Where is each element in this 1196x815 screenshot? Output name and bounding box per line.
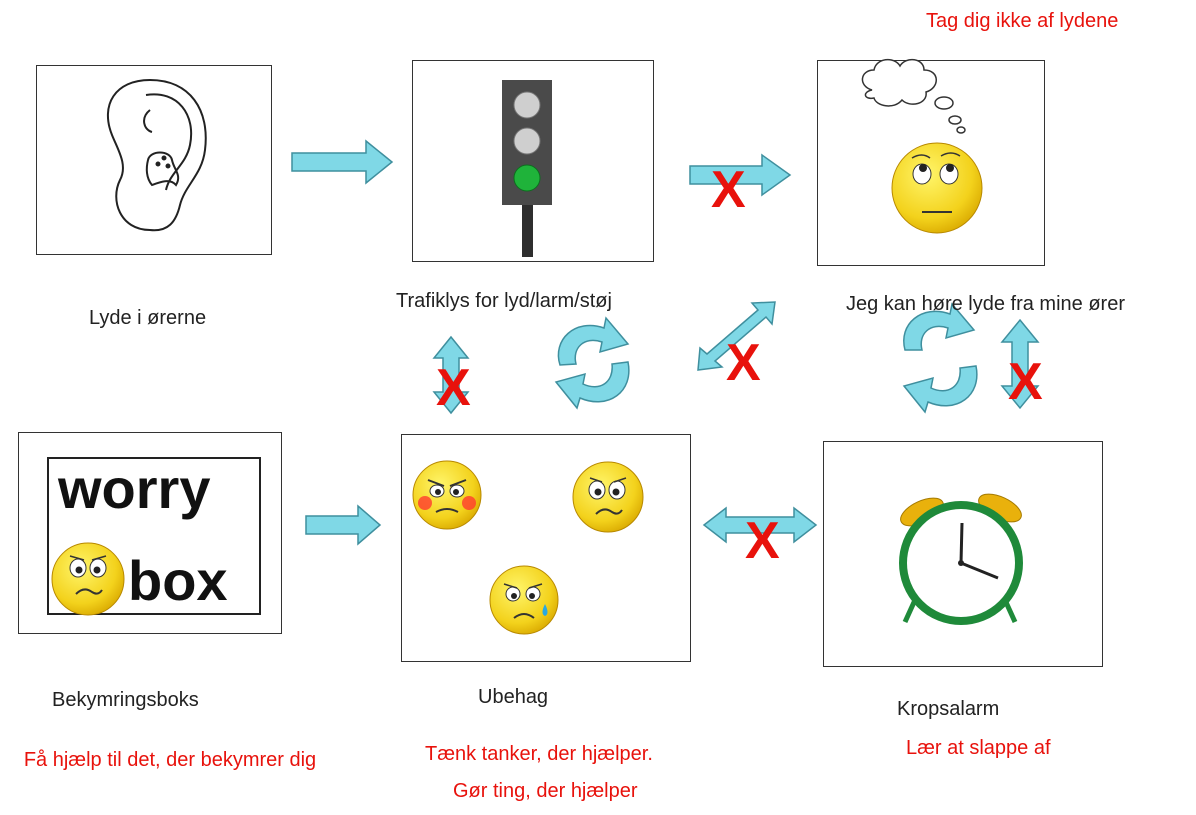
discomfort-tip-1: Tænk tanker, der hjælper. [425, 743, 653, 765]
ear-panel [36, 65, 272, 255]
worry-box-line1: worry [57, 457, 211, 520]
worried-face-icon [572, 461, 644, 533]
arrow-right-ear-to-light [291, 139, 394, 185]
alarm-clock-icon [899, 493, 1023, 625]
arrow-double-diagonal [697, 301, 776, 371]
top-note: Tag dig ikke af lydene [926, 10, 1119, 32]
blocked-x-vertical-right: X [1008, 353, 1043, 411]
body-alarm-tip: Lær at slappe af [906, 737, 1051, 759]
ear-label: Lyde i ørerne [89, 307, 207, 329]
blocked-x-vertical-left: X [436, 359, 471, 417]
worry-face-icon [51, 542, 125, 616]
crying-face-icon [489, 565, 559, 635]
blocked-x-horizontal: X [745, 512, 780, 570]
arrow-double-vertical-left [432, 335, 470, 415]
body-alarm-label: Kropsalarm [897, 698, 1000, 720]
worry-box-label: Bekymringsboks [52, 689, 199, 711]
cycle-arrows-right [902, 302, 978, 414]
traffic-light-icon [502, 80, 552, 257]
discomfort-label: Ubehag [478, 686, 549, 708]
worry-box-tip: Få hjælp til det, der bekymrer dig [23, 749, 317, 771]
ear-icon [106, 78, 207, 232]
blocked-x-diagonal: X [726, 334, 761, 392]
arrow-double-discomfort-alarm [702, 506, 818, 544]
arrow-right-worry-to-discomfort [305, 504, 382, 546]
traffic-light-label: Trafiklys for lyd/larm/støj [396, 290, 612, 312]
blocked-x-light-thinking: X [711, 161, 746, 219]
thought-cloud-icon [861, 58, 966, 134]
cycle-arrows-center [554, 316, 630, 410]
thinking-label: Jeg kan høre lyde fra mine ører [846, 293, 1125, 315]
arrow-right-light-to-thinking [689, 153, 792, 197]
angry-face-icon [412, 460, 482, 530]
worry-box-line2: box [128, 549, 228, 612]
arrow-double-vertical-right [1000, 318, 1040, 410]
thinking-face-icon [891, 142, 983, 234]
discomfort-tip-2: Gør ting, der hjælper [453, 780, 638, 802]
